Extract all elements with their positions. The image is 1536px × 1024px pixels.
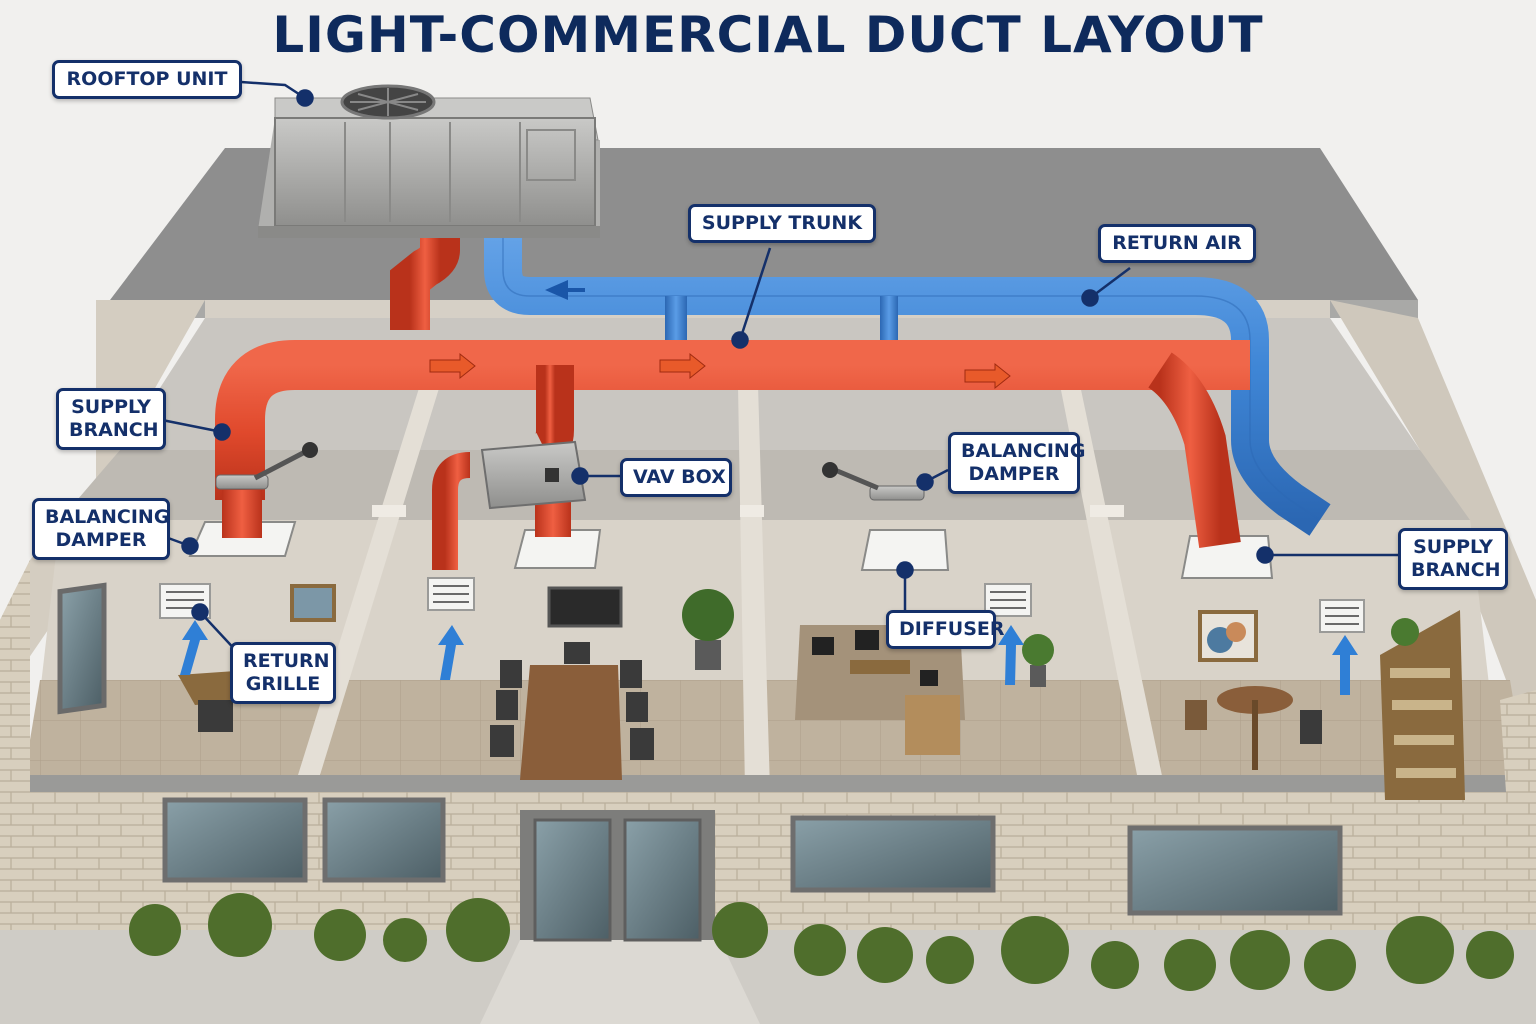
label-vav-box: VAV BOX: [620, 458, 732, 497]
ceiling-diffusers: [188, 521, 1274, 579]
right-brick-side: [1500, 690, 1536, 930]
vav-box: [480, 440, 587, 510]
leader-lines: [151, 80, 1398, 656]
entry-walk: [480, 940, 760, 1024]
partition-2: [738, 385, 770, 790]
side-window: [57, 582, 107, 715]
entry-doors: [520, 810, 715, 942]
partition-3-top: [1090, 505, 1124, 517]
label-diffuser: DIFFUSER: [886, 610, 1005, 649]
balancing-dampers: [215, 442, 925, 501]
front-ledge: [25, 775, 1520, 792]
label-rooftop-unit: ROOFTOP UNIT: [52, 60, 242, 99]
fan-icon: [340, 84, 436, 120]
rooftop-unit: [258, 84, 600, 238]
wall-tv: [547, 586, 623, 628]
partition-3: [1060, 385, 1165, 790]
air-flow-arrow-icon: [180, 620, 1358, 695]
facade-windows: [162, 797, 1343, 916]
wall-picture-1: [290, 584, 336, 622]
label-return-air: RETURN AIR: [1098, 224, 1256, 263]
left-brick-side: [0, 560, 30, 930]
label-supply-trunk: SUPPLY TRUNK: [688, 204, 876, 243]
page-title: LIGHT-COMMERCIAL DUCT LAYOUT: [272, 6, 1264, 64]
partition-1-top: [372, 505, 406, 517]
plant-icon: [682, 589, 1419, 687]
supply-trunk-duct: [215, 198, 1250, 570]
partition-2-top: [740, 505, 764, 517]
shrub-icon: [129, 893, 1514, 991]
